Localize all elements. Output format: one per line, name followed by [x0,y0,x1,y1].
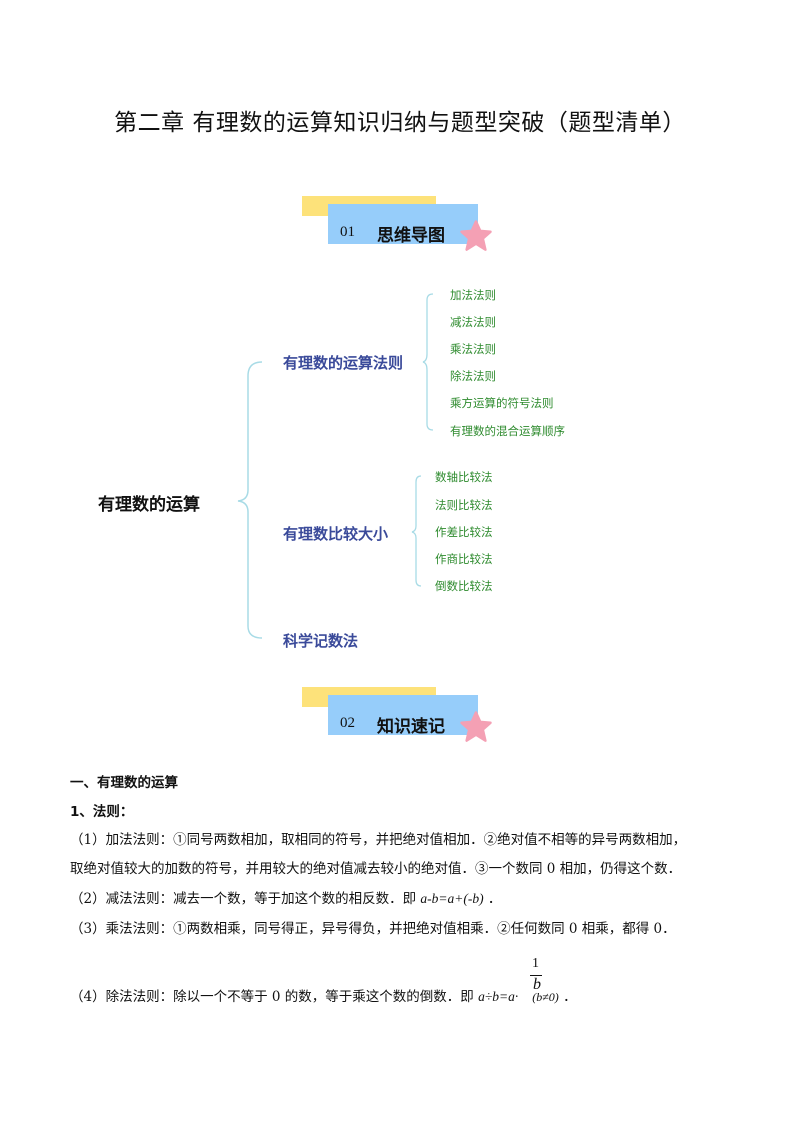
section-banner-mindmap: 01 思维导图 [290,186,492,251]
star-icon [460,220,492,251]
rule-tail: ． [483,891,502,907]
rule-addition-line1: （1）加法法则：①同号两数相加，取相同的符号，并把绝对值相加．②绝对值不相等的异… [70,832,687,848]
mindmap-branch-scientific-notation: 科学记数法 [283,632,359,650]
mindmap-leaf: 倒数比较法 [435,579,493,593]
mindmap-leaf: 除法法则 [450,369,496,383]
fraction-bar [530,975,542,976]
section-number: 02 [340,715,355,731]
mindmap-leaf: 有理数的混合运算顺序 [450,424,565,438]
section-banner-knowledge: 02 知识速记 [290,677,492,742]
rule-condition: (b≠0) [532,990,559,1004]
rule-formula: a÷b=a· [478,989,519,1004]
section-number: 01 [340,224,355,240]
mindmap-leaf: 法则比较法 [435,498,493,512]
mindmap-leaf: 作商比较法 [435,552,493,566]
mindmap-leaf: 减法法则 [450,315,496,329]
section-label: 思维导图 [377,226,445,246]
rule-tail: ． [558,989,577,1005]
rule-text: （4）除法法则：除以一个不等于 0 的数，等于乘这个数的倒数．即 [70,989,479,1005]
mindmap-leaf: 加法法则 [450,288,496,302]
star-icon [460,711,492,742]
rule-text: （2）减法法则：减去一个数，等于加这个数的相反数．即 [70,891,421,907]
rule-subtraction: （2）减法法则：减去一个数，等于加这个数的相反数．即 a-b=a+(-b) ． [70,887,501,907]
fraction-denominator: b [533,976,541,993]
mindmap-brackets [237,293,434,639]
banner-blue-bar [328,204,478,244]
mindmap-leaf: 乘法法则 [450,342,496,356]
fraction-numerator: 1 [532,956,539,971]
rule-division: （4）除法法则：除以一个不等于 0 的数，等于乘这个数的倒数．即 a÷b=a· (… [70,985,577,1005]
rule-multiplication: （3）乘法法则：①两数相乘，同号得正，异号得负，并把绝对值相乘．②任何数同 0 … [70,921,676,937]
banner-blue-bar [328,695,478,735]
mindmap-leaf: 作差比较法 [435,525,493,539]
notes-subheading: 1、法则： [70,804,134,820]
notes-heading: 一、有理数的运算 [70,775,178,791]
document-title: 第二章 有理数的运算知识归纳与题型突破（题型清单） [114,110,686,136]
mindmap-leaf: 乘方运算的符号法则 [450,396,554,410]
mindmap-root: 有理数的运算 [98,495,200,515]
mindmap-branch-compare: 有理数比较大小 [283,525,389,543]
rule-formula: a-b=a+(-b) [420,891,484,906]
mindmap-leaf: 数轴比较法 [435,470,493,484]
section-label: 知识速记 [377,717,445,737]
mindmap-branch-operation-rules: 有理数的运算法则 [283,354,404,372]
rule-addition-line2: 取绝对值较大的加数的符号，并用较大的绝对值减去较小的绝对值．③一个数同 0 相加… [70,861,682,877]
